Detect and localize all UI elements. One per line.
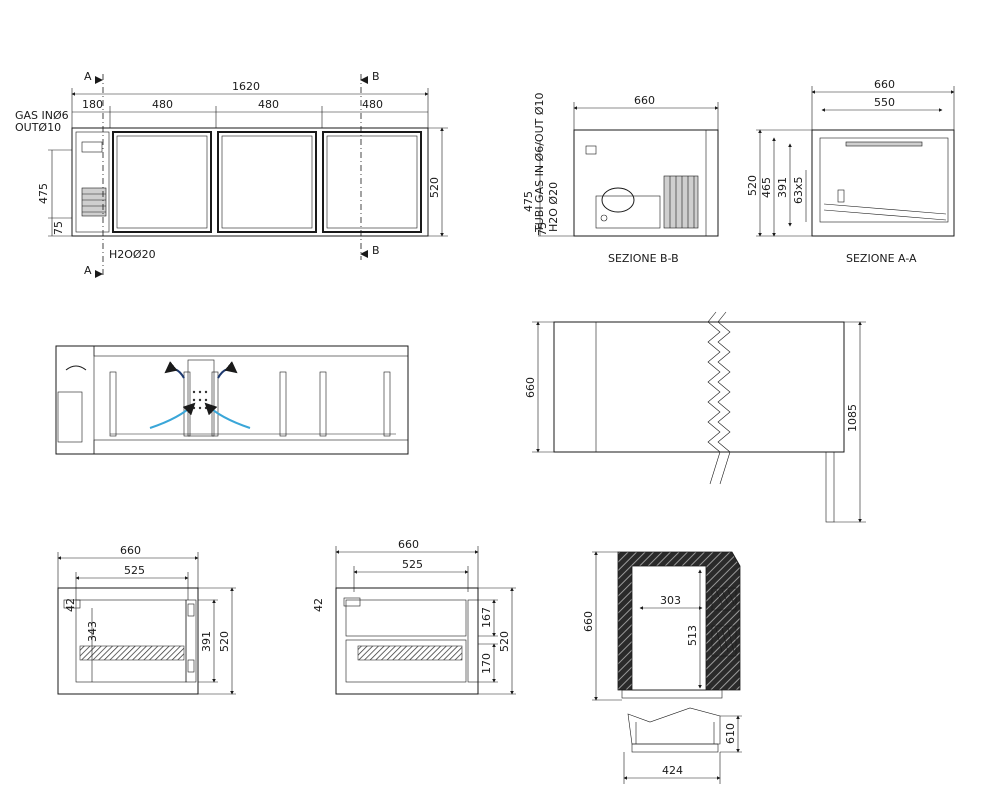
compressor-panel xyxy=(75,131,110,233)
section-b-bottom-label: B xyxy=(372,244,380,257)
gas-out-label: OUTØ10 xyxy=(15,121,61,134)
section-bb: 660 475 75 TUBI GAS IN Ø6/OUT Ø10 H2O Ø2… xyxy=(522,93,719,265)
dim-height-75: 75 xyxy=(52,221,65,235)
dim-total-width: 1620 xyxy=(232,80,260,93)
drawer-left-dim-343: 343 xyxy=(86,621,99,642)
aa-dim-465: 465 xyxy=(760,177,773,198)
detail-dim-660: 660 xyxy=(582,611,595,632)
drawer-left-dim-42: 42 xyxy=(64,598,77,612)
leg xyxy=(825,451,835,523)
h2o-label: H2OØ20 xyxy=(109,248,156,261)
section-b-top-label: B xyxy=(372,70,380,83)
detail-dim-610: 610 xyxy=(724,723,737,744)
drawer-section-right: 660 525 42 167 170 520 xyxy=(312,538,516,695)
vent-grille xyxy=(81,187,107,217)
bb-pipes-label: TUBI GAS IN Ø6/OUT Ø10 xyxy=(533,93,546,234)
drawer-right-dim-525: 525 xyxy=(402,558,423,571)
drawer-upper xyxy=(345,599,467,637)
airflow-arrow-right xyxy=(217,361,238,379)
pulled-drawer xyxy=(627,707,721,745)
detail-dim-303: 303 xyxy=(660,594,681,607)
section-a-top-label: A xyxy=(84,70,92,83)
front-view: 1620 180 480 480 480 A A xyxy=(15,70,448,278)
return-airflow-left xyxy=(149,402,196,429)
door-1 xyxy=(112,131,212,233)
aa-dim-550: 550 xyxy=(874,96,895,109)
top-side-view: 660 1085 xyxy=(524,311,866,523)
drawer-right-grill xyxy=(357,645,463,661)
plan-view xyxy=(55,345,409,455)
drawer-lower xyxy=(345,639,467,683)
return-airflow-right xyxy=(204,402,251,429)
dim-seg-480-b: 480 xyxy=(258,98,279,111)
top-dim-1085: 1085 xyxy=(846,404,859,432)
drawer-left-body xyxy=(57,587,199,695)
drawer-right-dim-42: 42 xyxy=(312,598,325,612)
drawer-left-dim-660: 660 xyxy=(120,544,141,557)
bb-dim-width: 660 xyxy=(634,94,655,107)
section-aa: 660 550 520 465 391 63x5 SEZIONE A-A xyxy=(746,78,955,265)
drawer-right-dim-167: 167 xyxy=(480,607,493,628)
section-a-bottom-label: A xyxy=(84,264,92,277)
bb-dim-75: 75 xyxy=(536,222,549,236)
drawer-left-dim-391: 391 xyxy=(200,631,213,652)
dim-seg-480-a: 480 xyxy=(152,98,173,111)
dim-seg-480-c: 480 xyxy=(362,98,383,111)
gas-in-label: GAS INØ6 xyxy=(15,109,69,122)
drawer-right-body xyxy=(335,587,479,695)
break-line-2 xyxy=(717,311,731,485)
compressor-unit xyxy=(595,195,661,229)
bb-dim-475: 475 xyxy=(522,191,535,212)
top-view-outline xyxy=(553,321,845,453)
aa-dim-520: 520 xyxy=(746,175,759,196)
top-dim-660: 660 xyxy=(524,377,537,398)
door-2 xyxy=(217,131,317,233)
drawer-left-grill xyxy=(79,645,185,661)
drawer-right-dim-520: 520 xyxy=(498,631,511,652)
plan-outline xyxy=(55,345,409,455)
aa-body xyxy=(811,129,955,237)
dim-height-520: 520 xyxy=(428,177,441,198)
detail-view: 303 513 660 610 424 xyxy=(582,551,742,784)
door-3 xyxy=(322,131,422,233)
rack-1 xyxy=(109,371,117,437)
aa-dim-63x5: 63x5 xyxy=(792,176,805,204)
condenser-coil xyxy=(663,175,699,229)
break-line-1 xyxy=(707,311,721,485)
drawer-left-dim-525: 525 xyxy=(124,564,145,577)
airflow-arrow-left xyxy=(164,361,185,379)
evaporator-fan xyxy=(187,359,215,437)
drawer-left-dim-520: 520 xyxy=(218,631,231,652)
detail-dim-513: 513 xyxy=(686,625,699,646)
bb-h2o-label: H2O Ø20 xyxy=(547,182,560,232)
inner-compartment xyxy=(631,565,707,691)
drawer-section-left: 660 525 42 343 391 520 xyxy=(57,544,236,695)
detail-dim-424: 424 xyxy=(662,764,683,777)
bb-title: SEZIONE B-B xyxy=(608,252,679,265)
counter-body xyxy=(71,127,429,237)
dim-height-475: 475 xyxy=(37,183,50,204)
dim-seg-180: 180 xyxy=(82,98,103,111)
drawer-right-dim-170: 170 xyxy=(480,653,493,674)
aa-dim-660: 660 xyxy=(874,78,895,91)
aa-title: SEZIONE A-A xyxy=(846,252,917,265)
drawer-right-dim-660: 660 xyxy=(398,538,419,551)
aa-dim-391: 391 xyxy=(776,177,789,198)
